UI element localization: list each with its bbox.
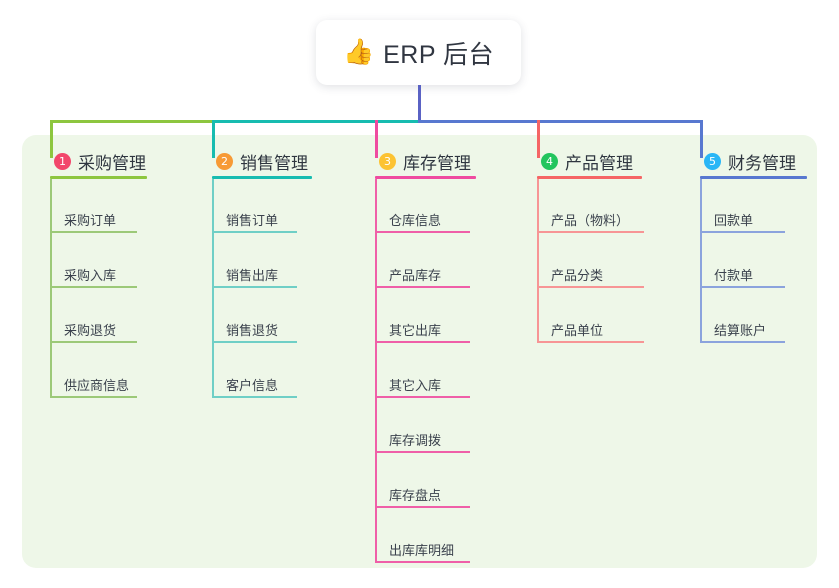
column-spine-3: [375, 179, 377, 563]
column-header-1[interactable]: 1 采购管理: [54, 149, 146, 174]
leaf-item[interactable]: 客户信息: [226, 378, 279, 393]
leaf-item[interactable]: 销售退货: [226, 323, 279, 338]
leaf-item[interactable]: 产品分类: [551, 268, 604, 283]
column-badge-2: 2: [216, 153, 233, 170]
leaf-rule: [537, 231, 644, 233]
leaf-item[interactable]: 销售出库: [226, 268, 279, 283]
leaf-rule: [50, 231, 137, 233]
leaf-item[interactable]: 产品（物料）: [551, 213, 630, 228]
leaf-item[interactable]: 结算账户: [714, 323, 767, 338]
bus-segment-2: [212, 120, 421, 123]
leaf-rule: [375, 506, 470, 508]
column-badge-1: 1: [54, 153, 71, 170]
leaf-rule: [375, 286, 470, 288]
column-spine-5: [700, 179, 702, 343]
leaf-rule: [700, 231, 785, 233]
column-title-1: 采购管理: [78, 154, 146, 173]
leaf-item[interactable]: 其它出库: [389, 323, 442, 338]
thumbs-up-icon: 👍: [342, 38, 375, 66]
column-badge-5: 5: [704, 153, 721, 170]
column-spine-2: [212, 179, 214, 398]
leaf-rule: [50, 341, 137, 343]
column-spine-1: [50, 179, 52, 398]
leaf-rule: [50, 286, 137, 288]
column-rule-3: [375, 176, 476, 179]
leaf-item[interactable]: 库存调拨: [389, 433, 442, 448]
leaf-rule: [375, 561, 470, 563]
branch-drop-3: [375, 120, 378, 158]
leaf-rule: [212, 231, 297, 233]
leaf-item[interactable]: 供应商信息: [64, 378, 130, 393]
column-badge-4: 4: [541, 153, 558, 170]
leaf-item[interactable]: 产品单位: [551, 323, 604, 338]
column-rule-2: [212, 176, 312, 179]
leaf-item[interactable]: 采购退货: [64, 323, 117, 338]
root-trunk-line: [418, 85, 421, 123]
leaf-item[interactable]: 仓库信息: [389, 213, 442, 228]
leaf-rule: [375, 341, 470, 343]
leaf-rule: [50, 396, 137, 398]
leaf-item[interactable]: 采购订单: [64, 213, 117, 228]
leaf-rule: [700, 286, 785, 288]
leaf-item[interactable]: 出库库明细: [389, 543, 455, 558]
column-header-2[interactable]: 2 销售管理: [216, 149, 308, 174]
column-title-4: 产品管理: [565, 154, 633, 173]
column-badge-3: 3: [379, 153, 396, 170]
column-rule-4: [537, 176, 642, 179]
column-rule-5: [700, 176, 807, 179]
branch-drop-2: [212, 120, 215, 158]
root-node-title: ERP 后台: [383, 40, 495, 69]
column-header-5[interactable]: 5 财务管理: [704, 149, 796, 174]
leaf-item[interactable]: 销售订单: [226, 213, 279, 228]
leaf-rule: [537, 286, 644, 288]
leaf-item[interactable]: 采购入库: [64, 268, 117, 283]
column-title-3: 库存管理: [403, 154, 471, 173]
leaf-rule: [212, 396, 297, 398]
leaf-item[interactable]: 其它入库: [389, 378, 442, 393]
column-header-3[interactable]: 3 库存管理: [379, 149, 471, 174]
leaf-rule: [700, 341, 785, 343]
bus-segment-1: [50, 120, 215, 123]
branches-panel: [22, 135, 817, 568]
column-title-5: 财务管理: [728, 154, 796, 173]
leaf-rule: [212, 341, 297, 343]
leaf-rule: [375, 396, 470, 398]
column-title-2: 销售管理: [240, 154, 308, 173]
branch-drop-1: [50, 120, 53, 158]
column-spine-4: [537, 179, 539, 343]
bus-segment-3: [418, 120, 703, 123]
leaf-item[interactable]: 付款单: [714, 268, 754, 283]
root-node[interactable]: 👍 ERP 后台: [316, 20, 521, 85]
leaf-item[interactable]: 库存盘点: [389, 488, 442, 503]
leaf-rule: [375, 231, 470, 233]
branch-drop-5: [700, 120, 703, 158]
column-header-4[interactable]: 4 产品管理: [541, 149, 633, 174]
branch-drop-4: [537, 120, 540, 158]
leaf-item[interactable]: 回款单: [714, 213, 754, 228]
leaf-rule: [212, 286, 297, 288]
leaf-rule: [375, 451, 470, 453]
leaf-item[interactable]: 产品库存: [389, 268, 442, 283]
leaf-rule: [537, 341, 644, 343]
column-rule-1: [50, 176, 147, 179]
